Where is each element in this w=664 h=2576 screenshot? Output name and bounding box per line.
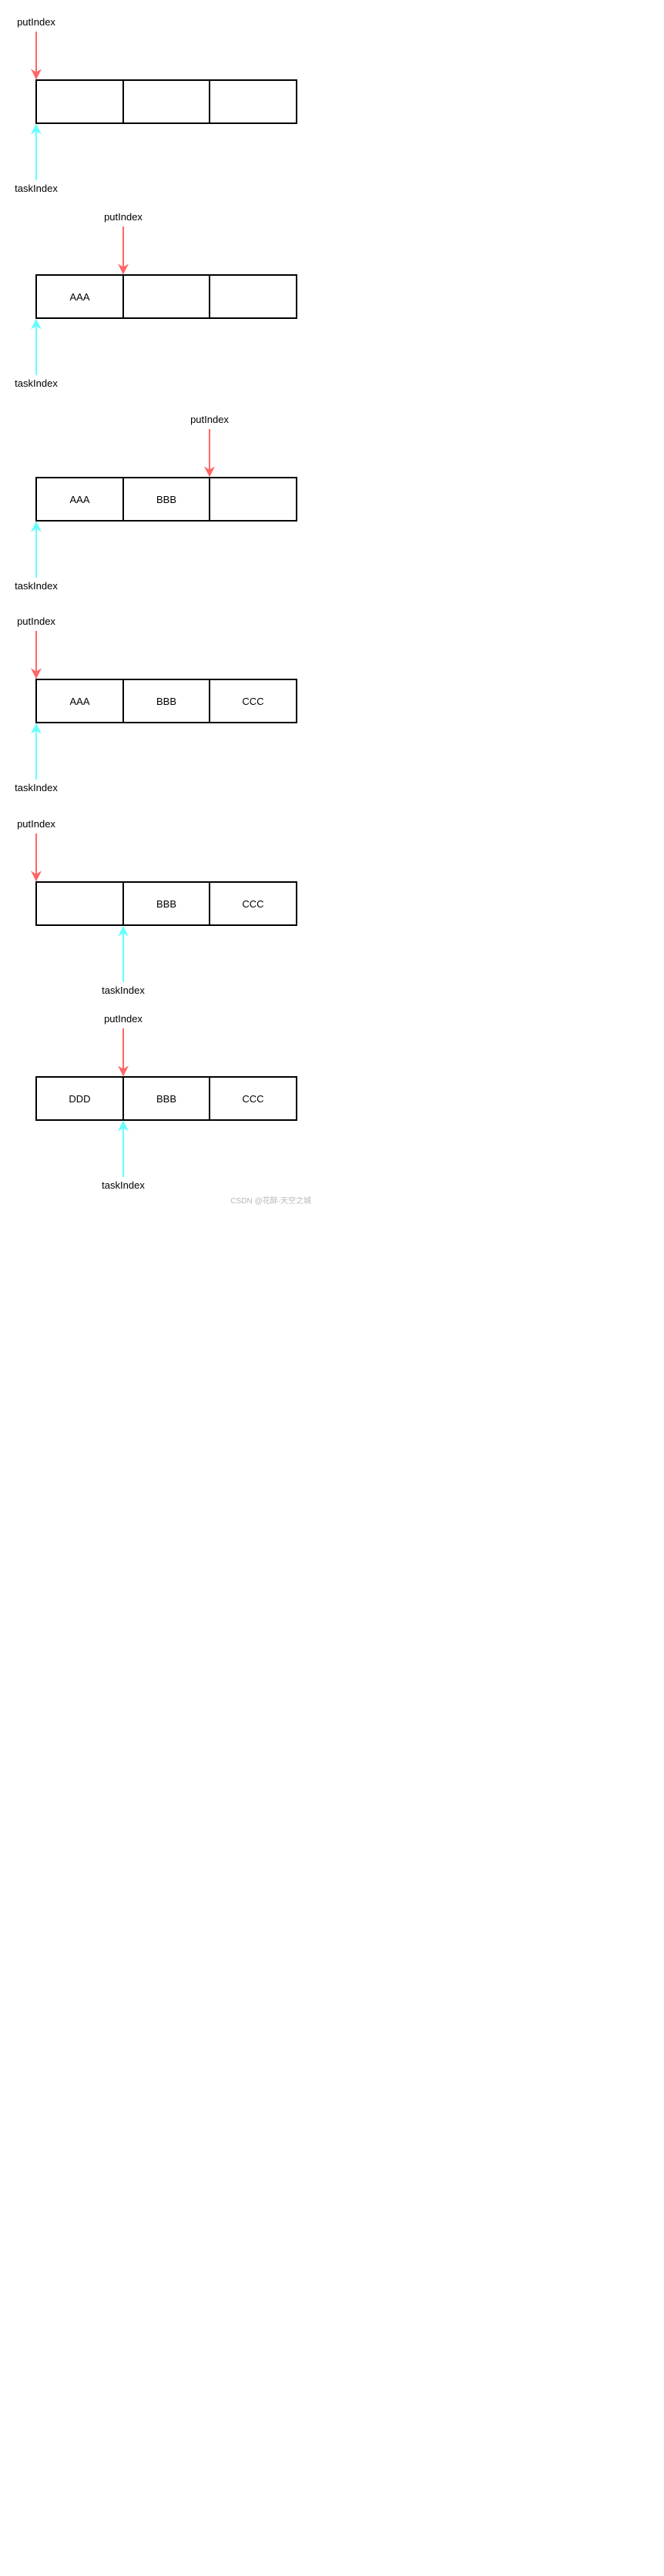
- put-index-label: putIndex: [17, 615, 55, 627]
- step-3: AAA BBB putIndex taskIndex: [15, 414, 297, 592]
- cell-2-value: BBB: [156, 494, 176, 505]
- cell-3-value: CCC: [242, 898, 263, 910]
- task-index-label: taskIndex: [15, 377, 58, 389]
- task-index-label: taskIndex: [15, 782, 58, 793]
- buffer-box: [35, 477, 297, 522]
- cell-3-value: CCC: [242, 696, 263, 707]
- put-index-label: putIndex: [104, 211, 143, 223]
- cell-2-value: BBB: [156, 696, 176, 707]
- watermark: CSDN @花醉·天空之城: [230, 1197, 311, 1206]
- steps-layer: putIndextaskIndexAAAputIndextaskIndexAAA…: [15, 16, 297, 1191]
- step-5: BBB CCC putIndex taskIndex: [17, 818, 297, 996]
- buffer-box: [35, 79, 297, 124]
- put-index-label: putIndex: [17, 818, 55, 830]
- step-4: AAA BBB CCC putIndex taskIndex: [15, 615, 297, 793]
- task-index-label: taskIndex: [15, 580, 58, 592]
- ring-buffer-diagram: putIndextaskIndexAAAputIndextaskIndexAAA…: [15, 16, 297, 1191]
- step-2: AAA putIndex taskIndex: [15, 211, 297, 389]
- step-6: DDD BBB CCC putIndex taskIndex: [35, 1013, 297, 1191]
- buffer-box: [35, 679, 297, 723]
- task-index-label: taskIndex: [102, 1179, 145, 1191]
- task-index-label: taskIndex: [102, 984, 145, 996]
- task-index-label: taskIndex: [15, 183, 58, 194]
- cell-2-value: BBB: [156, 898, 176, 910]
- cell-1-value: AAA: [69, 696, 89, 707]
- cell-3-value: CCC: [242, 1093, 263, 1105]
- buffer-box: [35, 274, 297, 319]
- cell-2-value: BBB: [156, 1093, 176, 1105]
- step-1: putIndex taskIndex: [15, 16, 297, 194]
- cell-1-value: DDD: [69, 1093, 90, 1105]
- put-index-label: putIndex: [17, 16, 55, 28]
- buffer-box: [35, 1076, 297, 1121]
- cell-1-value: AAA: [69, 494, 89, 505]
- put-index-label: putIndex: [104, 1013, 143, 1025]
- cell-1-value: AAA: [69, 291, 89, 303]
- buffer-box: [35, 881, 297, 926]
- put-index-label: putIndex: [190, 414, 229, 425]
